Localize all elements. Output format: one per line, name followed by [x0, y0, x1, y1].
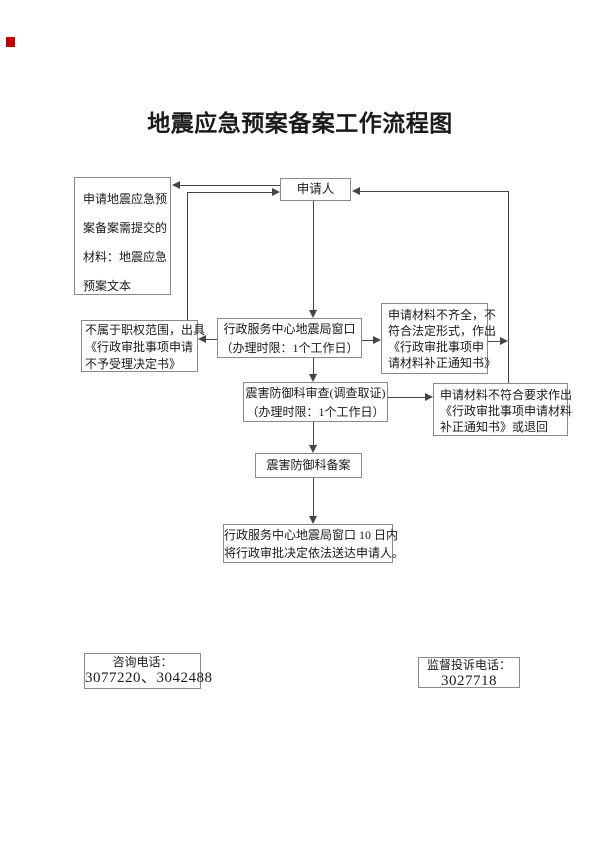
node-delivery: 行政服务中心地震局窗口 10 日内 将行政审批决定依法送达申请人。 [223, 524, 405, 563]
connector-review-to-nonconform [388, 397, 425, 398]
node-applicant: 申请人 [280, 178, 351, 201]
node-text-line: 震害防御科审查(调查取证) [245, 386, 386, 400]
arrow-right-icon [425, 393, 433, 401]
node-label: 震害防御科备案 [266, 458, 351, 472]
node-filing: 震害防御科备案 [255, 453, 362, 478]
connector-riser-to-applicant [360, 191, 509, 192]
arrow-left-icon [198, 335, 206, 343]
node-text-line: 行政服务中心地震局窗口 [223, 322, 356, 336]
connector-applicant-to-materials [180, 185, 280, 186]
node-text-line: 申请材料不符合要求作出 [440, 388, 573, 402]
node-text-line: 行政服务中心地震局窗口 10 日内 [224, 528, 399, 542]
complaint-phone-numbers: 3027718 [441, 673, 497, 689]
arrow-down-icon [309, 374, 317, 382]
node-text-line: 请材料补正通知书》 [388, 356, 497, 370]
node-nonconforming-materials: 申请材料不符合要求作出 《行政审批事项申请材料 补正通知书》或退回 [433, 383, 573, 436]
arrow-left-icon [172, 181, 180, 189]
arrow-down-icon [309, 445, 317, 453]
node-disaster-prevention-review: 震害防御科审查(调查取证) （办理时限：1个工作日） [243, 382, 388, 422]
connector-window-to-review [313, 358, 314, 374]
node-text-line: 补正通知书》或退回 [440, 420, 549, 434]
node-text-line: 符合法定形式，作出 [388, 324, 497, 338]
node-incomplete-materials: 申请材料不齐全，不 符合法定形式，作出 《行政审批事项申 请材料补正通知书》 [381, 303, 497, 374]
node-required-materials: 申请地震应急预 案备案需提交的 材料：地震应急 预案文本 [74, 177, 171, 295]
node-text-line: 材料：地震应急 [83, 250, 168, 264]
consult-phone-box: 咨询电话： 3077220、3042488 [84, 653, 213, 689]
node-text-line: 申请材料不齐全，不 [388, 308, 497, 322]
page-title: 地震应急预案备案工作流程图 [147, 111, 453, 136]
arrow-right-icon [373, 336, 381, 344]
node-text-line: 案备案需提交的 [83, 221, 168, 235]
red-corner-marker [6, 37, 15, 47]
node-service-window: 行政服务中心地震局窗口 （办理时限：1个工作日） [217, 318, 362, 358]
arrow-down-icon [309, 310, 317, 318]
arrow-down-icon [309, 516, 317, 524]
arrow-right-icon [500, 337, 508, 345]
node-text-line: 《行政审批事项申 [388, 340, 485, 354]
connector-review-to-filing [313, 422, 314, 445]
connector-applicant-to-window [313, 201, 314, 310]
node-not-in-authority: 不属于职权范围，出具 《行政审批事项申请 不予受理决定书》 [81, 320, 206, 372]
node-text-line: （办理时限：1个工作日） [246, 405, 385, 419]
node-text-line: 将行政审批决定依法送达申请人。 [224, 546, 405, 560]
node-text-line: 申请地震应急预 [83, 192, 168, 206]
node-text-line: 不予受理决定书》 [85, 357, 182, 371]
complaint-phone-title: 监督投诉电话： [426, 658, 511, 672]
node-label: 申请人 [296, 182, 335, 196]
connector-incomplete-to-riser [488, 341, 501, 342]
connector-notauth-up [187, 192, 188, 320]
complaint-phone-box: 监督投诉电话： 3027718 [418, 657, 520, 689]
arrow-left-icon [352, 187, 360, 195]
connector-notauth-to-applicant [187, 192, 272, 193]
connector-window-to-notauth [206, 339, 217, 340]
connector-filing-to-delivery [313, 478, 314, 516]
connector-window-to-incomplete [362, 340, 374, 341]
node-text-line: 《行政审批事项申请材料 [440, 404, 573, 418]
node-text-line: 不属于职权范围，出具 [85, 323, 206, 337]
consult-phone-title: 咨询电话： [112, 655, 173, 669]
node-text-line: 预案文本 [83, 279, 132, 293]
arrow-right-icon [272, 188, 280, 196]
node-text-line: 《行政审批事项申请 [85, 340, 194, 354]
consult-phone-numbers: 3077220、3042488 [85, 670, 213, 686]
node-text-line: （办理时限：1个工作日） [220, 341, 359, 355]
connector-right-riser [508, 191, 509, 383]
